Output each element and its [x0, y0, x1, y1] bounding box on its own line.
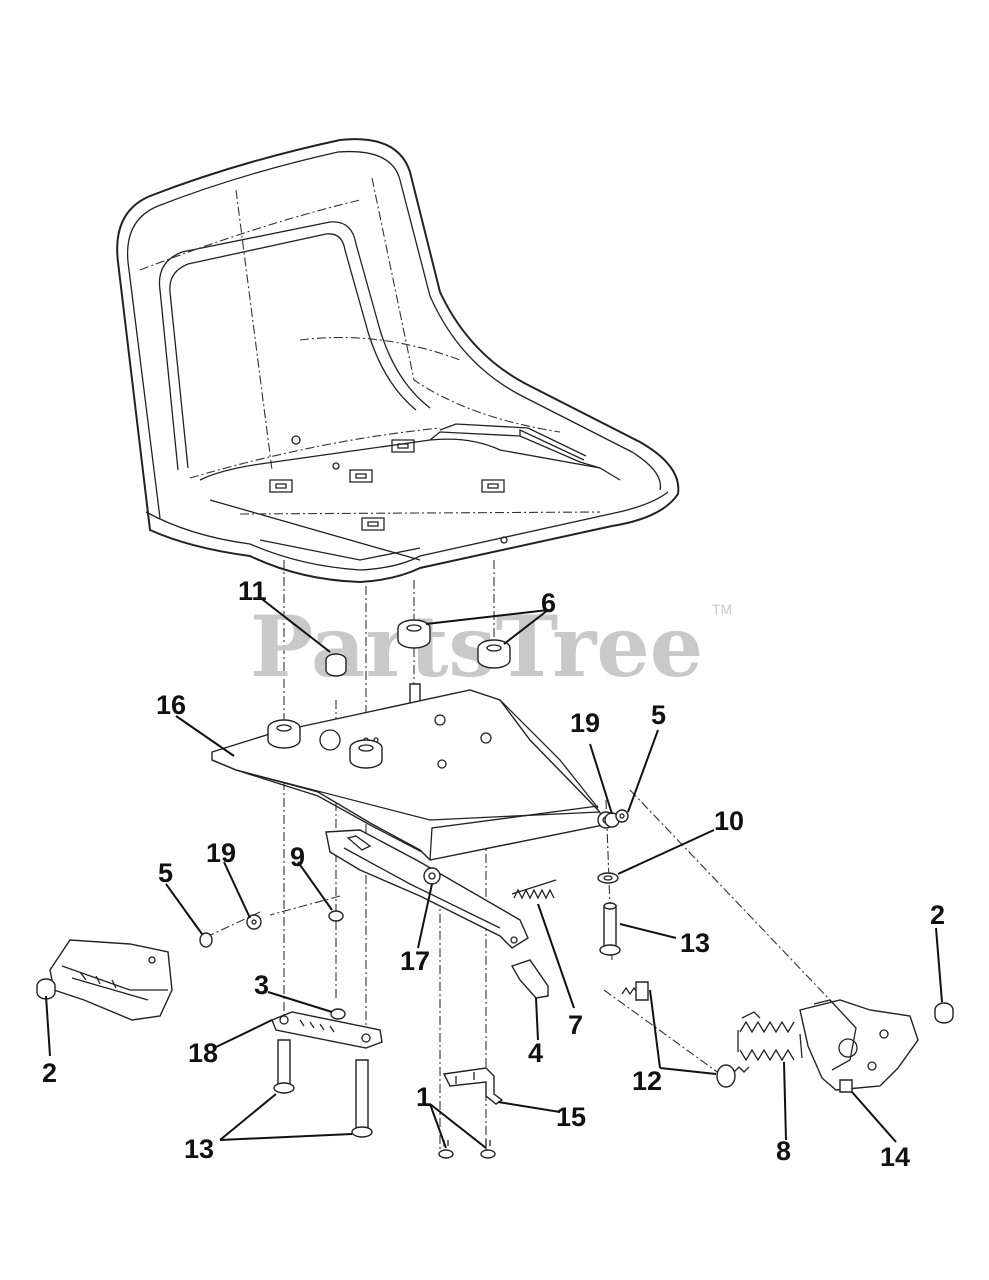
slide-rail-part-18: [271, 1011, 383, 1049]
callout-17: 17: [400, 946, 430, 976]
callout-19-left: 19: [206, 838, 236, 868]
lever-tab-part-4: [510, 959, 549, 999]
callout-15: 15: [556, 1102, 586, 1132]
spring-part-7: [511, 879, 557, 900]
callout-4: 4: [528, 1038, 543, 1068]
knob-part-12: [716, 1064, 750, 1088]
callout-9: 9: [290, 842, 305, 872]
callout-7: 7: [568, 1010, 583, 1040]
shoulder-bolt-part-13-right: [599, 902, 621, 956]
slide-arm-part-17: [325, 829, 529, 949]
left-latch-bracket: [49, 939, 173, 1021]
callout-5-right: 5: [651, 700, 666, 730]
callout-18: 18: [188, 1038, 218, 1068]
leader-lines: [45, 595, 943, 1149]
shoulder-bolt-part-13-left: [273, 1039, 373, 1138]
callout-13-right: 13: [680, 928, 710, 958]
callout-8: 8: [776, 1136, 791, 1166]
spring-part-8: [737, 1011, 803, 1062]
callout-labels: 11 6 16 19 5 10 19 9 5 17 13 2 3 7 4 18 …: [42, 576, 945, 1172]
callout-12: 12: [632, 1066, 662, 1096]
latch-bracket-part-14: [799, 999, 919, 1093]
grommet-part-6: [397, 619, 511, 669]
watermark-trademark: TM: [712, 601, 732, 617]
partstree-watermark: PartsTree: [250, 597, 703, 696]
callout-14: 14: [880, 1142, 910, 1172]
seat-mount-slots: [269, 435, 508, 544]
callout-10: 10: [714, 806, 744, 836]
nut-part-3: [330, 1008, 346, 1020]
clip-part-15: [442, 1067, 504, 1105]
washer-nut-left: [199, 914, 262, 948]
washer-part-10: [597, 872, 619, 884]
cap-part-11: [325, 653, 347, 677]
callout-16: 16: [156, 690, 186, 720]
callout-6: 6: [541, 588, 556, 618]
nut-part-9: [328, 910, 344, 922]
callout-2-right: 2: [930, 900, 945, 930]
bolt-part-12: [621, 981, 649, 1001]
callout-11: 11: [238, 576, 267, 606]
nut-part-2-right: [934, 1002, 954, 1024]
callout-2-left: 2: [42, 1058, 57, 1088]
callout-13-left: 13: [184, 1134, 214, 1164]
screw-part-1: [438, 1140, 496, 1159]
callout-19-right: 19: [570, 708, 600, 738]
seat: [116, 138, 680, 584]
callout-1: 1: [416, 1082, 431, 1112]
seat-bracket-part-16: [211, 689, 615, 861]
washer-nut-right: [604, 809, 629, 828]
callout-3: 3: [254, 970, 269, 1000]
callout-5-left: 5: [158, 858, 173, 888]
